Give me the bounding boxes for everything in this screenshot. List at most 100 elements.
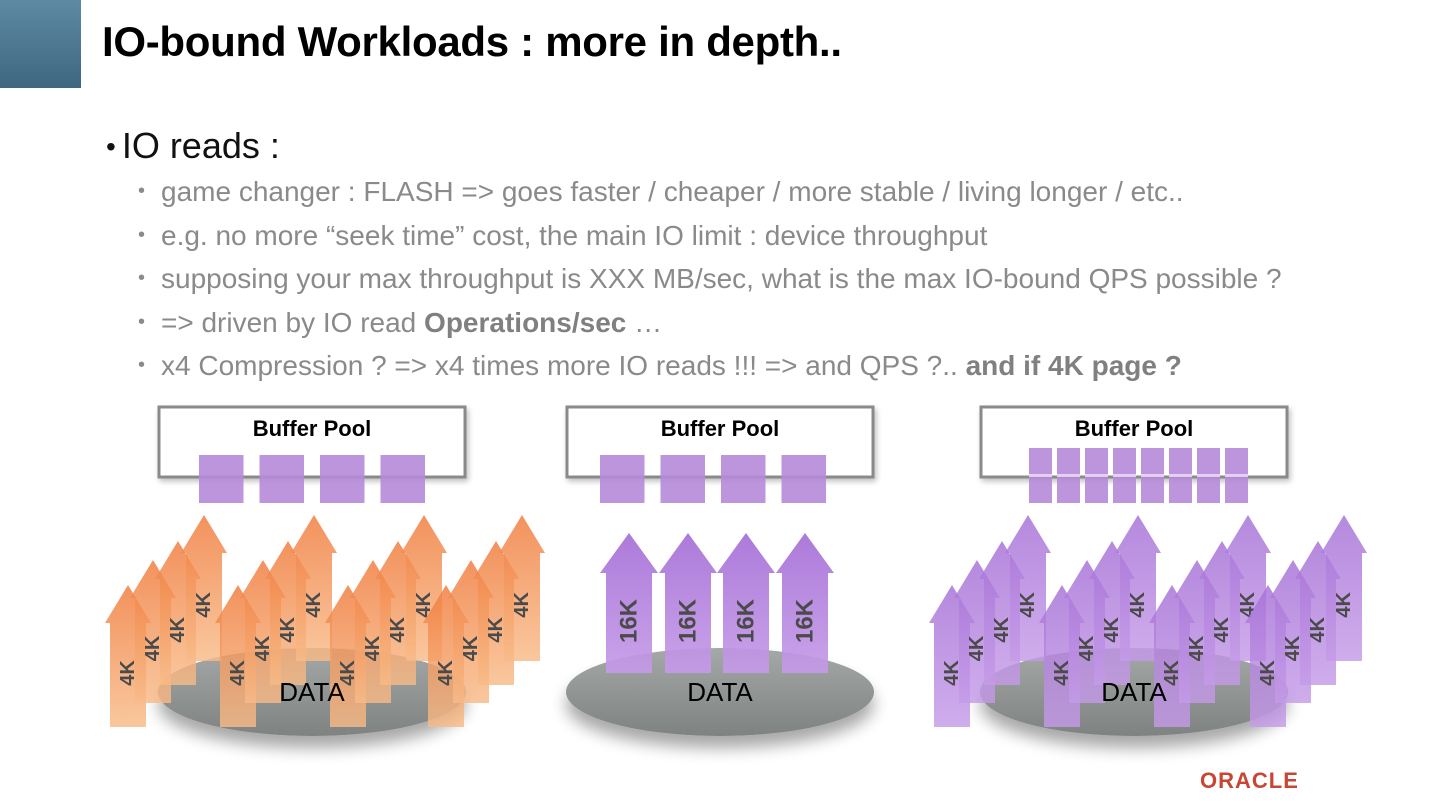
slide-title: IO-bound Workloads : more in depth.. [102, 18, 842, 65]
buffer-pages [199, 455, 425, 503]
io-diagram: Buffer Pool 4K4K4K4K4K4K4K4K4K4K4K4K4K4K… [105, 405, 1367, 736]
arrow-label: 4K [1211, 617, 1233, 643]
arrow-label: 4K [362, 635, 384, 661]
arrow-label: 4K [277, 617, 299, 643]
arrow-label: 4K [511, 592, 533, 618]
arrow-label: 4K [941, 660, 963, 686]
arrow-shape [181, 515, 227, 661]
arrow-label: 4K [387, 617, 409, 643]
io-read-arrow: 4K [291, 515, 337, 661]
io-read-arrow: 4K [499, 515, 545, 661]
arrow-shape [717, 533, 775, 673]
bullet-io-reads: •IO reads : [106, 122, 1436, 170]
panel-2: Buffer Pool 16K 16K 16K 16K DATA [565, 405, 875, 736]
arrow-label: 4K [117, 660, 139, 686]
buffer-page-divider [1141, 474, 1164, 477]
sub-bullet-2: e.g. no more “seek time” cost, the main … [106, 214, 1436, 258]
sub-bullet-5: x4 Compression ? => x4 times more IO rea… [106, 344, 1436, 388]
arrow-label: 4K [1307, 617, 1329, 643]
panel-3: Buffer Pool 4K4K4K4K4K4K4K4K4K4K4K4K4K4K… [929, 405, 1367, 736]
buffer-page [781, 455, 826, 503]
buffer-page [320, 455, 365, 503]
arrow-label: 4K [413, 592, 435, 618]
arrow-label: 4K [337, 660, 359, 686]
arrow-label: 4K [485, 617, 507, 643]
arrow-label: 4K [1257, 660, 1279, 686]
buffer-pages [1029, 448, 1248, 503]
buffer-page-divider [1225, 474, 1248, 477]
io-read-arrow: 4K [181, 515, 227, 661]
io-read-arrow: 4K [1115, 515, 1161, 661]
arrow-label: 4K [142, 635, 164, 661]
data-label: DATA [687, 677, 753, 707]
data-label: DATA [279, 677, 345, 707]
io-read-arrow: 4K [1321, 515, 1367, 661]
arrow-label: 4K [1101, 617, 1123, 643]
arrow-label: 4K [991, 617, 1013, 643]
sub-bullet-text: e.g. no more “seek time” cost, the main … [161, 219, 988, 251]
arrow-label: 16K [675, 598, 702, 643]
buffer-pool-label: Buffer Pool [253, 416, 372, 441]
buffer-page-divider [1169, 474, 1192, 477]
oracle-logo: ORACLE [1200, 768, 1299, 793]
bullet-dot: • [106, 131, 116, 162]
arrow-label: 4K [435, 660, 457, 686]
data-label: DATA [1101, 677, 1167, 707]
arrow-label: 4K [1127, 592, 1149, 618]
sub-bullet-list: game changer : FLASH => goes faster / ch… [106, 170, 1436, 388]
arrow-shape [776, 533, 834, 673]
arrow-label: 4K [227, 660, 249, 686]
arrow-label: 4K [1282, 635, 1304, 661]
buffer-page [199, 455, 244, 503]
buffer-page [660, 455, 705, 503]
arrow-label: 4K [303, 592, 325, 618]
arrow-shape [291, 515, 337, 661]
arrow-label: 4K [966, 635, 988, 661]
arrow-shape [1005, 515, 1051, 661]
sub-bullet-bold: and if 4K page ? [965, 350, 1182, 381]
buffer-page [259, 455, 304, 503]
buffer-pool-label: Buffer Pool [661, 416, 780, 441]
buffer-pool-label: Buffer Pool [1075, 416, 1194, 441]
io-read-arrow: 16K [600, 533, 658, 673]
buffer-pages [600, 455, 826, 503]
arrow-label: 4K [1186, 635, 1208, 661]
sub-bullet-1: game changer : FLASH => goes faster / ch… [106, 170, 1436, 214]
sub-bullet-text: supposing your max throughput is XXX MB/… [161, 263, 1282, 294]
corner-accent [0, 0, 81, 88]
arrow-label: 4K [1161, 660, 1183, 686]
arrow-shape [1115, 515, 1161, 661]
sub-bullet-4: => driven by IO read Operations/sec … [106, 301, 1436, 345]
arrow-shape [600, 533, 658, 673]
buffer-page-divider [1085, 474, 1108, 477]
arrow-shape [1321, 515, 1367, 661]
arrow-label: 16K [733, 598, 760, 643]
bullet-text: IO reads : [121, 125, 280, 166]
sub-bullet-text: x4 Compression ? => x4 times more IO rea… [161, 350, 966, 381]
sub-bullet-after: … [626, 306, 663, 338]
arrow-label: 16K [792, 598, 819, 643]
arrow-label: 4K [193, 592, 215, 618]
buffer-page [380, 455, 425, 503]
arrow-label: 4K [1051, 660, 1073, 686]
io-read-arrow: 16K [717, 533, 775, 673]
arrow-label: 4K [167, 617, 189, 643]
arrow-shape [499, 515, 545, 661]
sub-bullet-bold: Operations/sec [424, 306, 627, 338]
panel-1: Buffer Pool 4K4K4K4K4K4K4K4K4K4K4K4K4K4K… [105, 405, 545, 736]
buffer-page-divider [1057, 474, 1080, 477]
buffer-page-divider [1197, 474, 1220, 477]
buffer-page-divider [1113, 474, 1136, 477]
buffer-page-divider [1029, 474, 1052, 477]
arrow-label: 4K [252, 635, 274, 661]
sub-bullet-3: supposing your max throughput is XXX MB/… [106, 257, 1436, 301]
sub-bullet-text: => driven by IO read [161, 306, 425, 338]
io-read-arrow: 4K [1005, 515, 1051, 661]
arrow-label: 16K [616, 598, 643, 643]
arrow-label: 4K [1076, 635, 1098, 661]
buffer-page [721, 455, 766, 503]
io-read-arrow: 16K [659, 533, 717, 673]
arrow-label: 4K [460, 635, 482, 661]
